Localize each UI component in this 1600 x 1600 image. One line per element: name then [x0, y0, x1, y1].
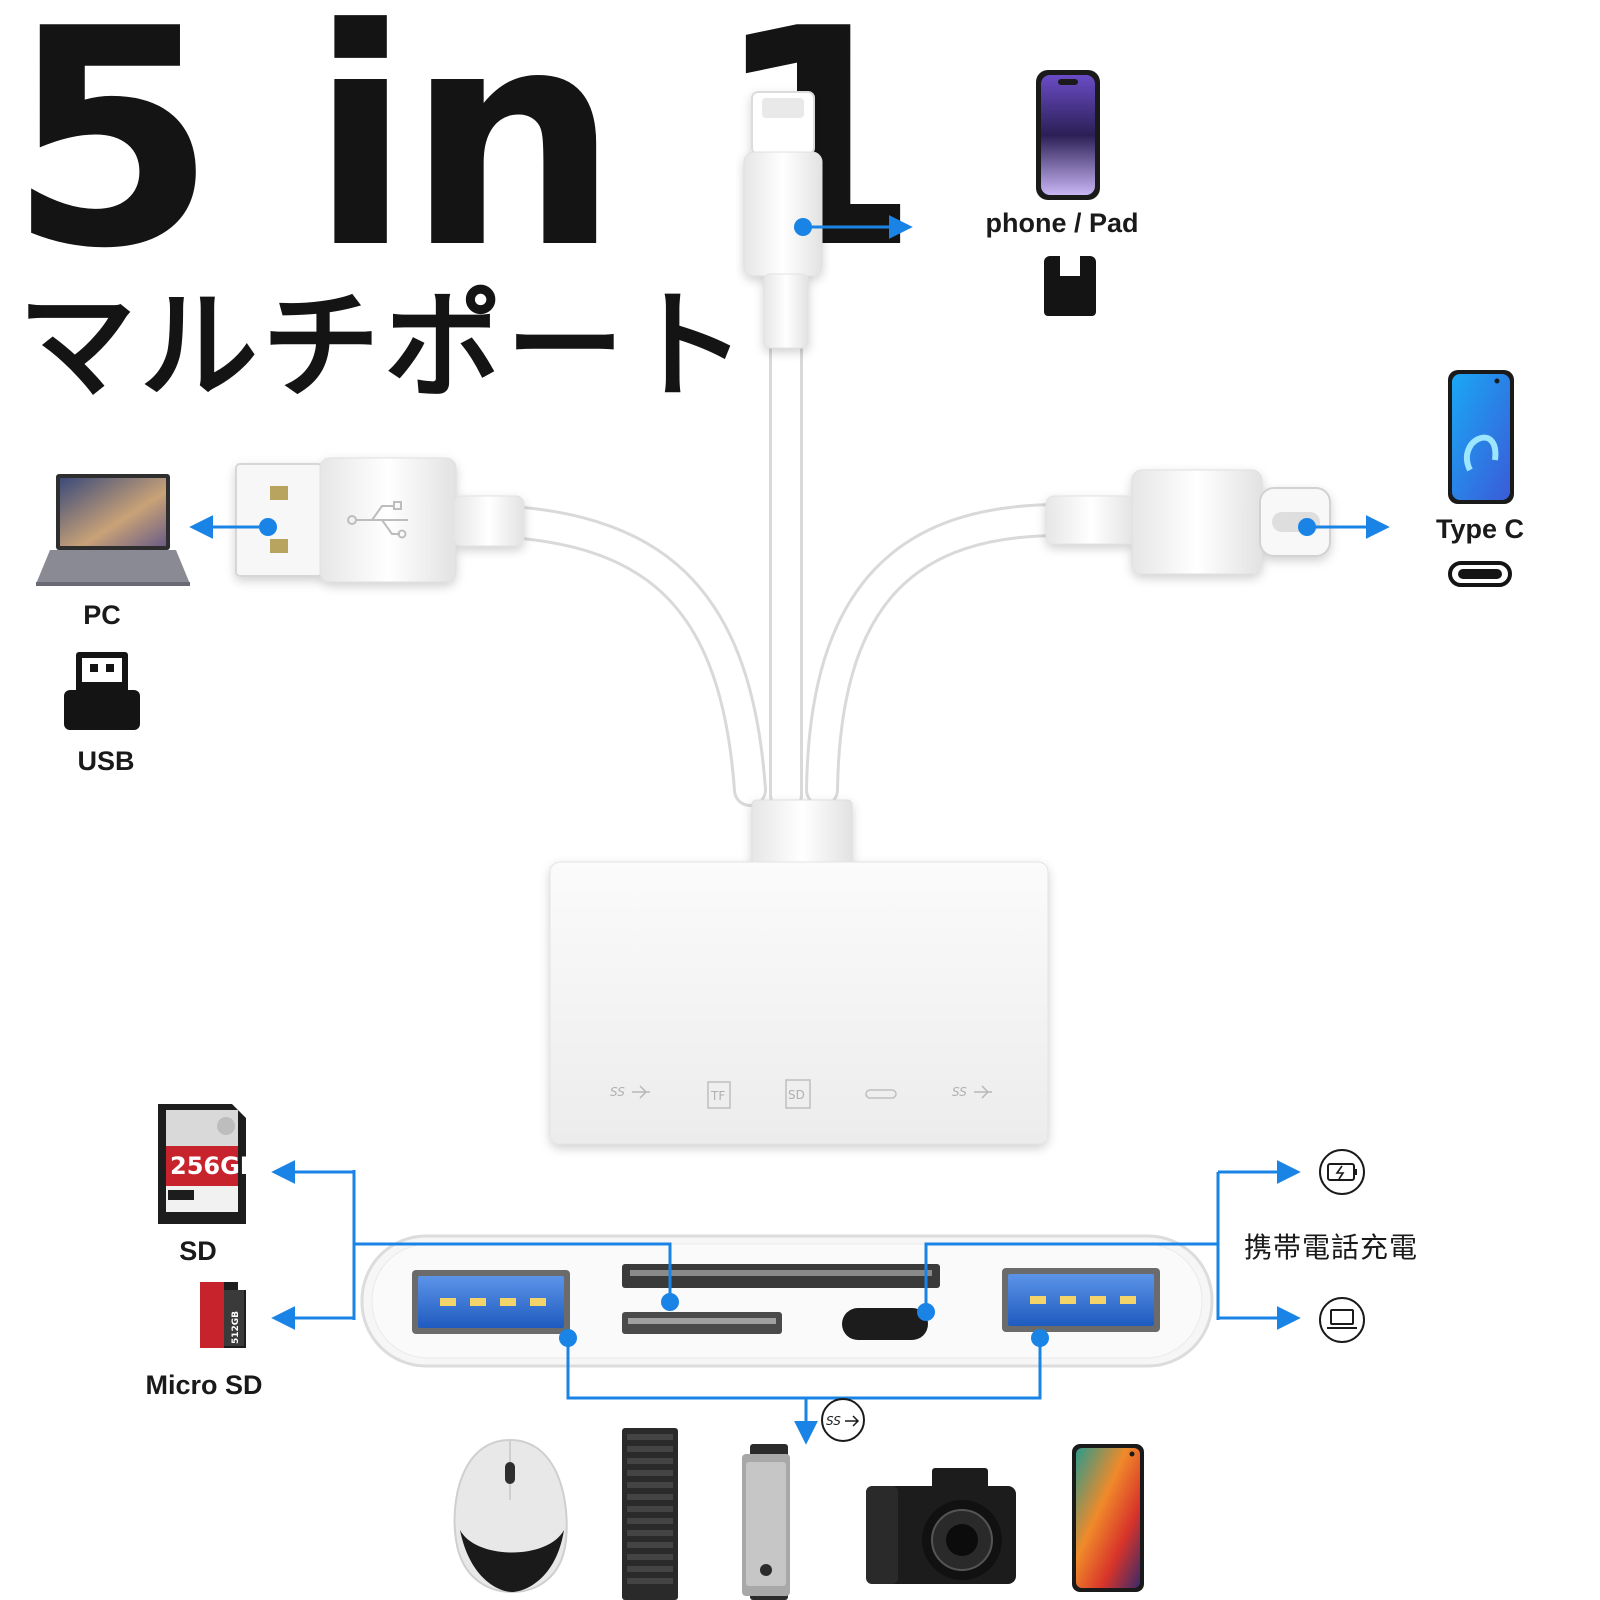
camera-icon: [866, 1468, 1016, 1584]
battery-charge-icon: [1319, 1149, 1365, 1195]
usb-flash-drive-icon: [742, 1444, 790, 1600]
type-c-label: Type C: [1435, 514, 1525, 544]
usb3-port-right: [1002, 1268, 1160, 1332]
micro-sd-label: Micro SD: [145, 1370, 263, 1400]
adapter-cables: [443, 328, 1077, 812]
laptop-icon: [36, 474, 190, 586]
port-closeup-panel: [360, 1234, 1214, 1368]
usb-label: USB: [77, 746, 135, 776]
android-phone-icon: [1448, 370, 1514, 504]
micro-sd-capacity: 512GB: [231, 1311, 241, 1344]
tf-marking: TF: [707, 1081, 731, 1109]
svg-text:SD: SD: [788, 1088, 805, 1102]
superspeed-badge-icon: SS: [821, 1398, 865, 1442]
lightning-port-icon: [1044, 256, 1096, 316]
hub-port-markings: SS TF SD SS: [610, 1079, 992, 1109]
usb-port-icon: [64, 652, 140, 730]
type-c-port: [842, 1308, 928, 1340]
type-c-connector: [1045, 469, 1331, 575]
sd-marking: SD: [785, 1079, 811, 1109]
headline-subtitle: マルチポート: [18, 277, 751, 415]
usb3-marking-left: SS: [610, 1085, 650, 1099]
smartphone-icon: [1072, 1444, 1144, 1592]
usb-symbol-icon: [347, 501, 408, 539]
charging-label: 携帯電話充電: [1244, 1231, 1419, 1264]
svg-text:SS: SS: [826, 1414, 841, 1428]
keyboard-icon: [622, 1428, 678, 1600]
tf-slot: [622, 1312, 782, 1334]
hub-body: [549, 799, 1049, 1145]
pc-label: PC: [83, 600, 121, 630]
micro-sd-card-icon: 512GB: [200, 1282, 246, 1348]
sd-card-capacity: 256GB: [170, 1152, 258, 1180]
mouse-icon: [453, 1438, 568, 1594]
usb3-marking-right: SS: [952, 1085, 992, 1099]
sd-label: SD: [179, 1236, 217, 1266]
sd-card-icon: 256GB: [158, 1104, 258, 1224]
sd-slot: [622, 1264, 940, 1288]
type-c-marking: [865, 1089, 897, 1099]
usb-a-connector: [235, 457, 525, 583]
svg-text:SS: SS: [610, 1085, 625, 1099]
lightning-connector: [743, 91, 823, 349]
svg-text:TF: TF: [710, 1089, 725, 1103]
callout-dots: [259, 218, 1316, 1347]
lightning-label: phone / Pad: [985, 208, 1139, 238]
iphone-icon: [1036, 70, 1100, 200]
laptop-screen-icon: [1319, 1297, 1365, 1343]
callout-arrows: [189, 215, 1390, 1445]
svg-text:SS: SS: [952, 1085, 967, 1099]
usb3-port-left: [412, 1270, 570, 1334]
